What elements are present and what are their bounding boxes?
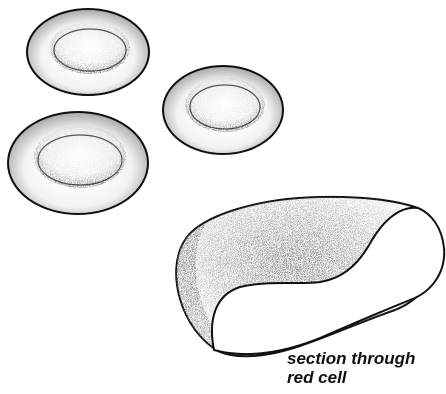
red-cell-middle-right bbox=[163, 66, 283, 154]
section-caption: section through red cell bbox=[287, 349, 443, 387]
red-cell-top-left bbox=[27, 9, 149, 95]
caption-line-1: section through bbox=[287, 349, 443, 368]
red-cell-cross-section bbox=[176, 197, 444, 356]
red-cell-left bbox=[8, 112, 148, 214]
caption-line-2: red cell bbox=[287, 368, 443, 387]
